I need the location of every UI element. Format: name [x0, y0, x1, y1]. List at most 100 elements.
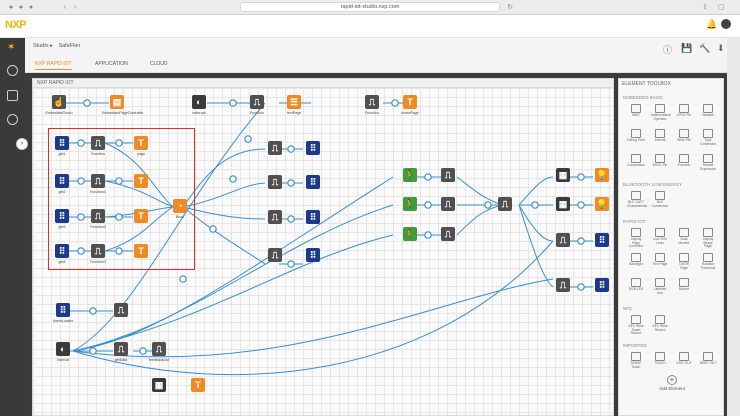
toolbox-item-wait[interactable]: WAIT — [627, 104, 645, 122]
close-window-icon[interactable]: ● — [8, 4, 14, 11]
capsense-node[interactable]: ⠿ — [56, 303, 70, 317]
capsense-node[interactable]: ⠿ — [55, 174, 69, 188]
dashboard-icon[interactable] — [7, 65, 18, 76]
capsense-node[interactable]: ⠿ — [55, 136, 69, 150]
interval-node[interactable]: ◐ — [56, 342, 70, 356]
info-icon[interactable]: ⓘ — [663, 45, 673, 55]
text-node[interactable]: T — [134, 136, 148, 150]
build-icon[interactable]: 🔨 — [699, 43, 711, 53]
toolbox-item-buzzer[interactable]: Buzzer — [675, 278, 693, 296]
breadcrumb-studio[interactable]: Studio — [33, 43, 49, 49]
page-scrollbar[interactable] — [727, 38, 740, 416]
toolbox-item-nfc-record[interactable]: NFC Write Record — [651, 315, 669, 333]
embedded-touch-node[interactable]: ☝ — [52, 95, 66, 109]
toolbox-item-nfc-smart[interactable]: NFC Write Smart Record — [627, 315, 645, 335]
address-bar[interactable]: rapid-iot-studio.nxp.com — [240, 2, 500, 12]
capsense-node[interactable]: ⠿ — [595, 278, 609, 292]
sensor-node[interactable]: 🚶 — [403, 227, 417, 241]
toolbox-item-icon-text[interactable]: Icon Text Lines — [651, 228, 669, 246]
toolbox-item-comparison[interactable]: Comparison — [627, 154, 645, 172]
breadcrumb-project[interactable]: SafeFlier — [58, 43, 81, 49]
text-node[interactable]: T — [134, 244, 148, 258]
matrix-node[interactable]: ▦ — [556, 197, 570, 211]
sensor-node[interactable]: 🚶 — [403, 168, 417, 182]
toolbox-item-ble-connection[interactable]: BLE Connection — [651, 191, 669, 209]
export-icon[interactable]: ⬇ — [717, 43, 725, 53]
function-node[interactable]: ⎍ — [441, 197, 455, 211]
toolbox-item-math[interactable]: Mathematical Operator — [651, 104, 671, 122]
tab-cloud[interactable]: CLOUD — [150, 60, 168, 70]
capsense-node[interactable]: ⠿ — [306, 175, 320, 189]
toolbox-item-variable[interactable]: Variable — [699, 104, 717, 122]
capsense-node[interactable]: ⠿ — [306, 248, 320, 262]
tab-application[interactable]: APPLICATION — [95, 60, 128, 70]
toolbox-item-onoff-page[interactable]: On/Off Page — [675, 253, 693, 271]
toolbox-item-safi-out[interactable]: SAFI OUT — [675, 352, 693, 370]
toolbox-item-repeat[interactable]: Repeat Expression — [699, 154, 717, 172]
tabs-icon[interactable]: ▢ — [717, 4, 725, 11]
function-node[interactable]: ⎍ — [498, 197, 512, 211]
toolbox-item-labelled-icon[interactable]: Labelled Icon — [651, 278, 669, 296]
function-node[interactable]: ⎍ — [441, 227, 455, 241]
toolbox-item-data-monitor[interactable]: Data Monitor — [675, 228, 693, 246]
forward-icon[interactable]: › — [73, 4, 77, 11]
notification-icon[interactable]: 🔔 — [706, 19, 718, 29]
function-node[interactable]: ⎍ — [91, 136, 105, 150]
capsense-node[interactable]: ⠿ — [55, 209, 69, 223]
toolbox-item-function[interactable]: Function — [675, 154, 693, 172]
function-node[interactable]: ⎍ — [556, 278, 570, 292]
toolbox-item-backlight[interactable]: Backlight — [627, 253, 645, 271]
function-node[interactable]: ⎍ — [250, 95, 264, 109]
matrix-node[interactable]: ▦ — [152, 378, 166, 392]
toolbox-item-shape-page[interactable]: Display Shape Page — [699, 228, 717, 248]
text-node[interactable]: T — [134, 209, 148, 223]
function-node[interactable]: ⎍ — [268, 210, 282, 224]
help-icon[interactable] — [7, 114, 18, 125]
function-node[interactable]: ⎍ — [152, 342, 166, 356]
interrupt-node[interactable]: ◐ — [192, 95, 206, 109]
back-icon[interactable]: ‹ — [63, 4, 67, 11]
function-node[interactable]: ⎍ — [268, 175, 282, 189]
capsense-node[interactable]: ⠿ — [595, 233, 609, 247]
backlight-node[interactable]: 💡 — [595, 168, 609, 182]
collapse-toggle-icon[interactable]: › — [16, 138, 28, 150]
package-icon[interactable] — [7, 90, 18, 101]
toolbox-item-beep-out[interactable]: BEEP OUT — [699, 352, 717, 370]
home-page-node[interactable]: T — [403, 95, 417, 109]
matrix-node[interactable]: ▦ — [556, 168, 570, 182]
toolbox-item-bool[interactable]: BOOL Pin — [651, 154, 669, 172]
function-node[interactable]: ⎍ — [91, 244, 105, 258]
function-node[interactable]: ⎍ — [91, 174, 105, 188]
capsense-node[interactable]: ⠿ — [306, 141, 320, 155]
toolbox-item-sense-touch[interactable]: SENSE Touch — [627, 352, 645, 370]
maximize-window-icon[interactable]: ● — [28, 4, 34, 11]
tab-nxp-rapid-iot[interactable]: NXP RAPID IOT — [35, 60, 72, 70]
toolbox-item-gpio[interactable]: GPIO Pin — [675, 104, 693, 122]
reload-icon[interactable]: ↻ — [507, 4, 513, 11]
text-page-node[interactable]: ☰ — [287, 95, 301, 109]
function-node[interactable]: ⎍ — [556, 233, 570, 247]
sensor-node[interactable]: 🚶 — [403, 197, 417, 211]
minimize-window-icon[interactable]: ● — [18, 4, 24, 11]
capsense-node[interactable]: ⠿ — [306, 210, 320, 224]
function-node[interactable]: ⎍ — [91, 209, 105, 223]
function-node[interactable]: ⎍ — [441, 168, 455, 182]
backlight-node[interactable]: 💡 — [595, 197, 609, 211]
text-node[interactable]: T — [191, 378, 205, 392]
function-node[interactable]: ⎍ — [268, 141, 282, 155]
toolbox-item-rotation[interactable]: Rotation Threshold — [699, 253, 717, 271]
nxp-mark-icon[interactable]: ✶ — [7, 42, 16, 53]
toolbox-item-display-page[interactable]: Display Page Controller — [627, 228, 645, 248]
toolbox-item-touch[interactable]: TOUCH — [651, 352, 669, 370]
function-node[interactable]: ⎍ — [114, 342, 128, 356]
toolbox-item-rgb-led[interactable]: RGB LED — [627, 278, 645, 296]
share-icon[interactable]: ⇧ — [702, 4, 708, 11]
save-icon[interactable]: 💾 — [681, 43, 693, 53]
add-element-button[interactable]: + Add Element — [659, 375, 685, 391]
function-node[interactable]: ⎍ — [365, 95, 379, 109]
avatar[interactable] — [721, 19, 731, 29]
toolbox-item-write-file[interactable]: Write File — [675, 129, 693, 147]
text-node[interactable]: T — [134, 174, 148, 188]
flow-canvas[interactable]: NXP RAPID IOT — [32, 78, 614, 416]
function-node[interactable]: ⎍ — [114, 303, 128, 317]
